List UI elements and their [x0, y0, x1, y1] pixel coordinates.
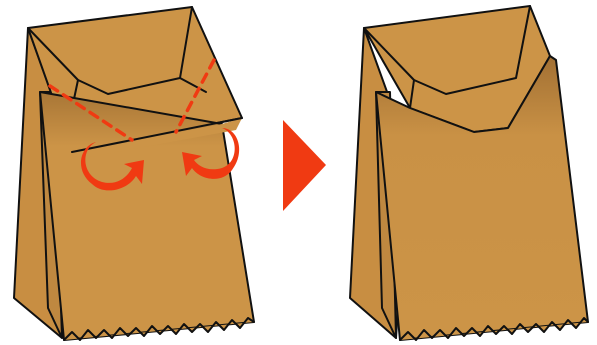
arrow-right-icon	[283, 120, 326, 211]
step-after	[350, 6, 588, 340]
step-before	[14, 7, 254, 340]
